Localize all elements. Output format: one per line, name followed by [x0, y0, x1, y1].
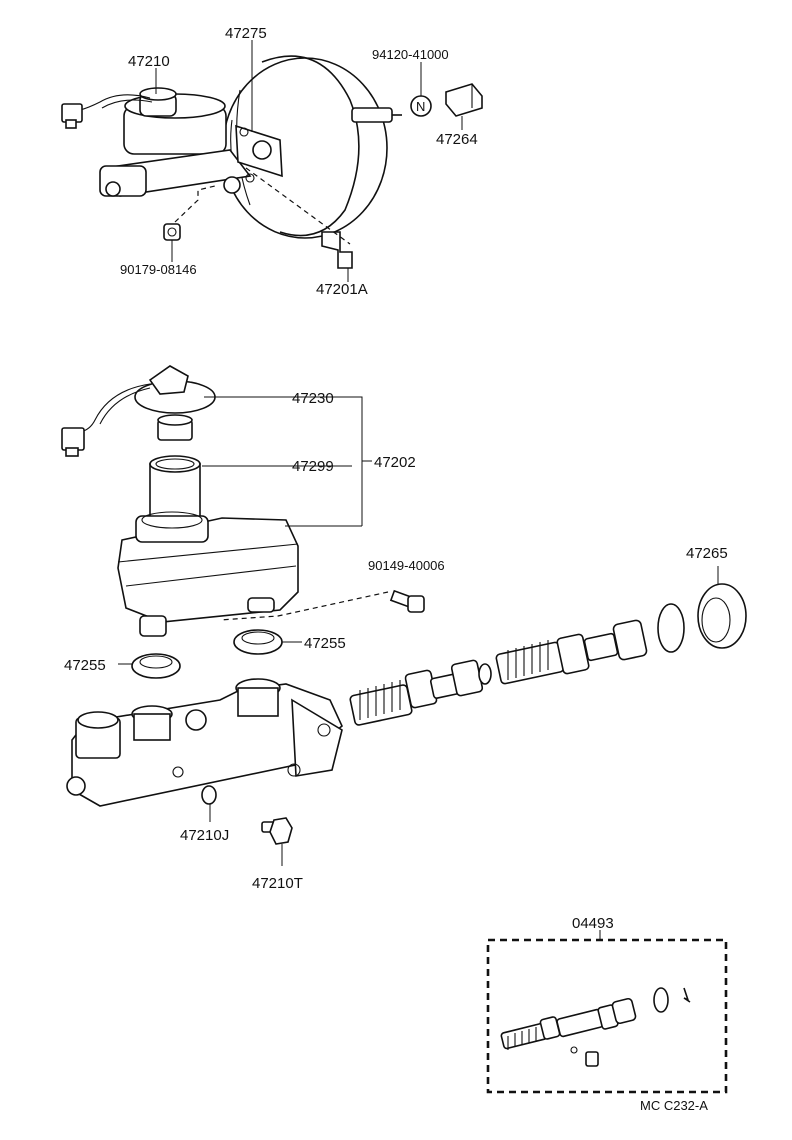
- primary-piston-spring: [495, 619, 648, 685]
- snap-ring: [657, 603, 685, 653]
- label-94120-41000: 94120-41000: [372, 47, 449, 62]
- union-bolt-47210T: [261, 817, 293, 845]
- brake-booster-assembly: [222, 55, 402, 239]
- reservoir-cap-47230: [61, 365, 216, 457]
- label-90179-08146: 90179-08146: [120, 262, 197, 277]
- drawing-code: MC C232-A: [640, 1098, 708, 1113]
- label-90149-40006: 90149-40006: [368, 558, 445, 573]
- repair-kit-04493: [486, 930, 728, 1094]
- boot-47265: [697, 583, 747, 649]
- bracket-47201A: [321, 231, 353, 269]
- label-47275: 47275: [225, 25, 267, 42]
- label-47265: 47265: [686, 545, 728, 562]
- nut-94120-41000: N: [410, 95, 432, 117]
- dashed-line-screw: [219, 591, 389, 621]
- label-47210-top: 47210: [128, 53, 170, 70]
- reservoir-47202: [117, 511, 299, 637]
- label-47201A: 47201A: [316, 281, 368, 298]
- label-47210T: 47210T: [252, 875, 303, 892]
- label-47299: 47299: [292, 458, 334, 475]
- label-04493: 04493: [572, 915, 614, 932]
- gasket-47210J: [201, 785, 217, 805]
- label-47255-left: 47255: [64, 657, 106, 674]
- svg-text:N: N: [416, 99, 425, 114]
- label-47264: 47264: [436, 131, 478, 148]
- label-47255-right: 47255: [304, 635, 346, 652]
- grommet-47255-left: [131, 653, 181, 679]
- dashed-line-top-right: [245, 167, 351, 245]
- secondary-piston-spring: [349, 659, 492, 726]
- label-47230: 47230: [292, 390, 334, 407]
- clevis-47264: [445, 83, 483, 117]
- label-47202: 47202: [374, 454, 416, 471]
- grommet-47255-right: [233, 629, 283, 655]
- dashed-line-top-left: [174, 185, 216, 223]
- nut-90179-08146: [163, 223, 181, 241]
- screw-90149-40006: [389, 589, 425, 613]
- label-47210J: 47210J: [180, 827, 229, 844]
- cylinder-body: [66, 678, 343, 807]
- master-cylinder-assembly-top: [61, 87, 283, 197]
- float-47230: [157, 414, 193, 441]
